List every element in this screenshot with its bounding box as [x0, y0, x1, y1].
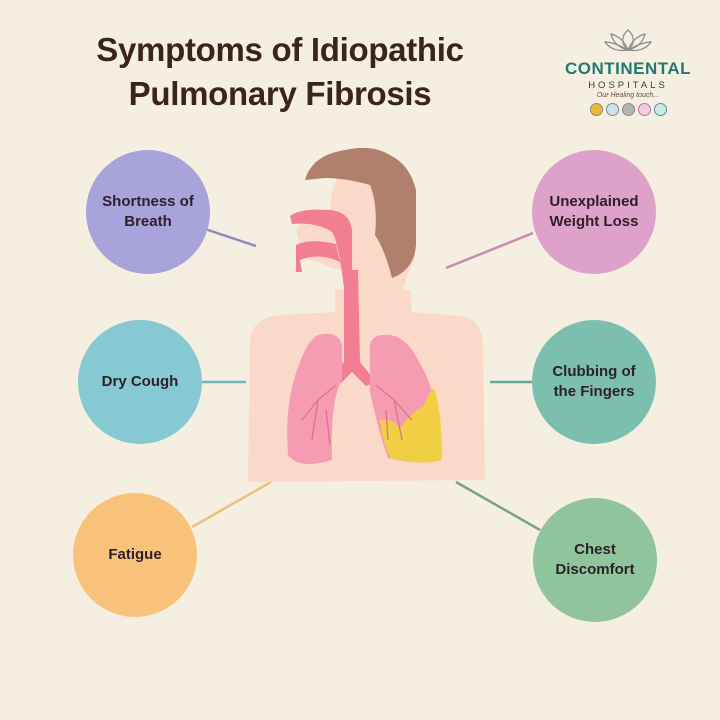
logo-tagline: Our Healing touch... [596, 92, 660, 99]
connector-line [191, 480, 272, 529]
badge-icon [605, 103, 619, 116]
accreditation-badges [548, 103, 708, 116]
bronchi [301, 384, 413, 446]
fibrosis-area [380, 388, 442, 463]
title-line-2: Pulmonary Fibrosis [128, 75, 432, 112]
connector-line [445, 231, 534, 270]
badge-icon [589, 103, 603, 116]
connector-line [204, 227, 257, 248]
trachea [328, 270, 376, 386]
badge-icon [653, 103, 667, 116]
logo-brand: CONTINENTAL [564, 59, 692, 78]
symptom-dry-cough: Dry Cough [78, 320, 202, 444]
connector-line [455, 480, 541, 532]
logo-sub: HOSPITALS [588, 80, 668, 91]
torso [248, 290, 485, 482]
symptom-fatigue: Fatigue [73, 493, 197, 617]
page-title: Symptoms of Idiopathic Pulmonary Fibrosi… [60, 28, 500, 116]
badge-icon [637, 103, 651, 116]
nasal-cavity [290, 209, 352, 288]
title-line-1: Symptoms of Idiopathic [96, 31, 464, 68]
badge-icon [621, 103, 635, 116]
hospital-logo: CONTINENTAL HOSPITALS Our Healing touch.… [548, 28, 708, 116]
hair [305, 147, 416, 278]
mouth-cavity [296, 241, 340, 272]
lotus-icon [603, 29, 653, 52]
